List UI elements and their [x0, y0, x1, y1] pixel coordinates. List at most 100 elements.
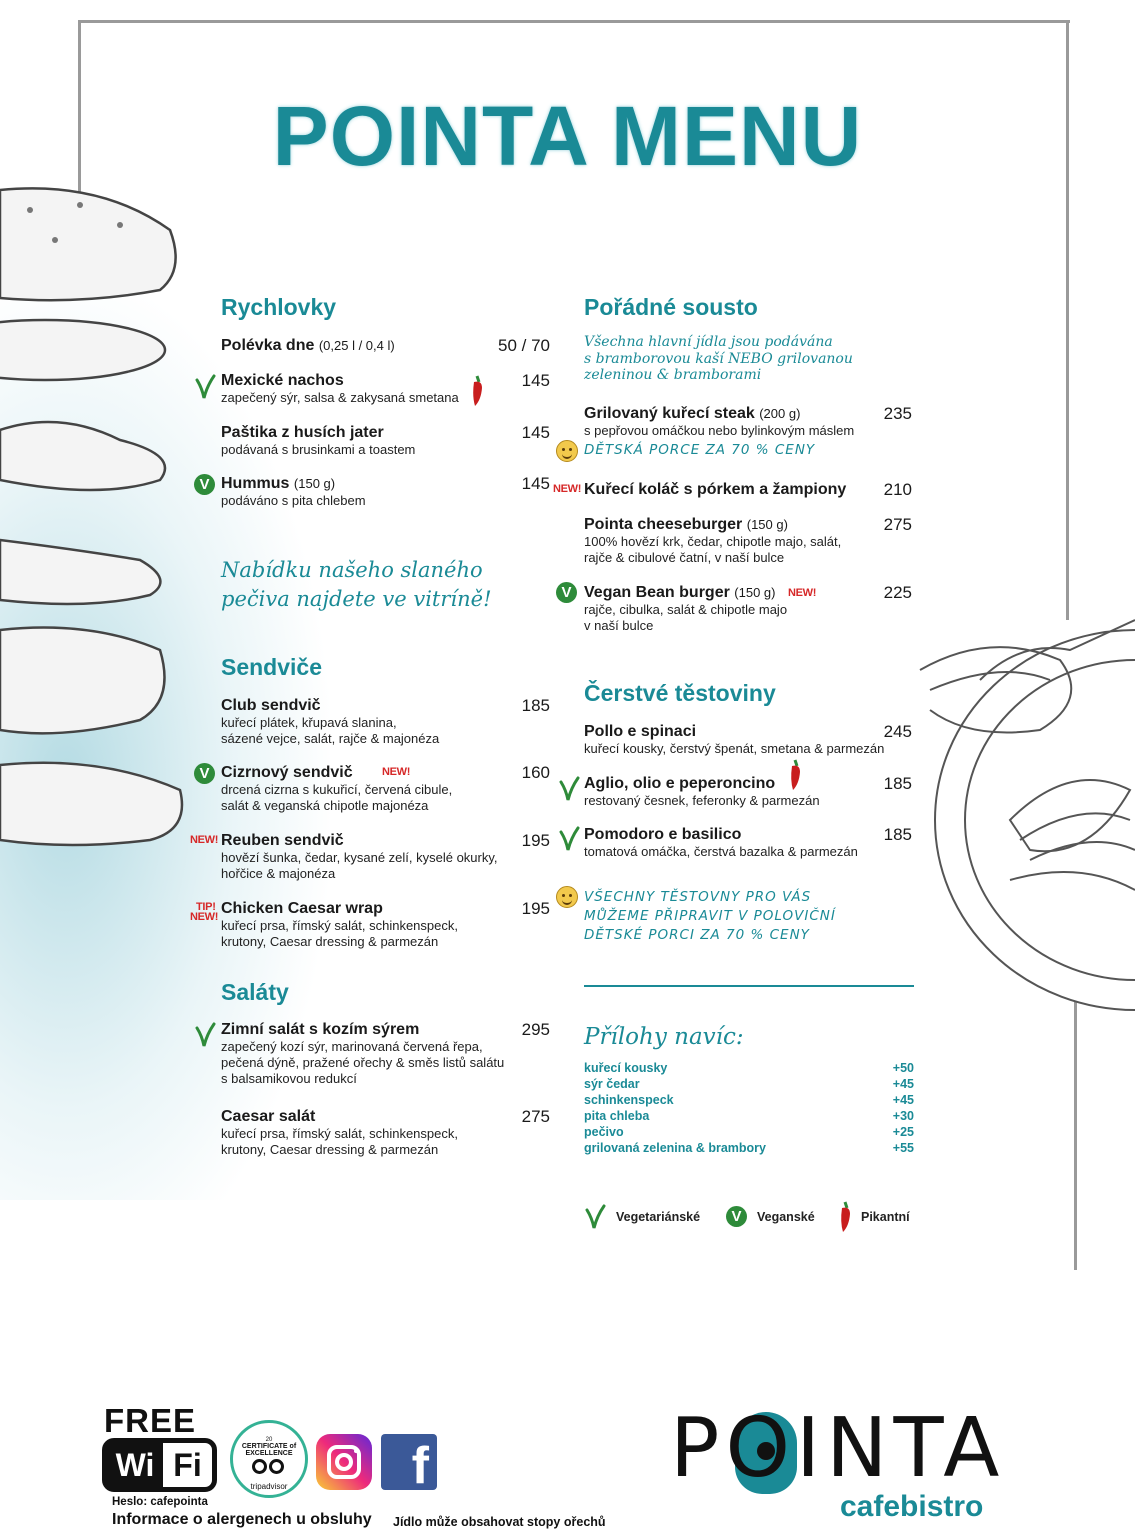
pasta-kids-note-line1: VŠECHNY TĚSTOVNY PRO VÁS: [584, 889, 812, 905]
item-desc: drcená cizrna s kukuřicí, červená cibule…: [221, 782, 453, 797]
item-desc: s balsamikovou redukcí: [221, 1071, 357, 1086]
item-name: Vegan Bean burger: [584, 584, 730, 601]
wifi-free-label: FREE: [104, 1402, 197, 1439]
item-desc: kuřecí plátek, křupavá slanina,: [221, 715, 397, 730]
allergen-info: Informace o alergenech u obsluhy: [112, 1511, 372, 1528]
item-price-cheeseburger: 275: [883, 515, 912, 534]
vegetarian-icon: [559, 776, 580, 801]
vegetarian-icon: [195, 374, 216, 399]
menu-item-vegan-burger: Vegan Bean burger (150 g) rajče, cibulka…: [584, 583, 787, 634]
main-dish-note: Všechna hlavní jídla jsou podávána s bra…: [584, 334, 853, 384]
menu-item-pastika: Paštika z husích jater podávaná s brusin…: [221, 423, 415, 458]
section-title-salaty: Saláty: [221, 979, 289, 1005]
pasta-illustration: [919, 619, 1135, 1011]
wifi-wi: Wi: [107, 1443, 163, 1487]
wifi-icon: Wi Fi: [102, 1438, 217, 1492]
brand-pin-icon: [735, 1412, 797, 1494]
item-desc: restovaný česnek, feferonky & parmezán: [584, 793, 820, 808]
brand-name: POINTA: [670, 1401, 1006, 1496]
menu-item-nachos: Mexické nachos zapečený sýr, salsa & zak…: [221, 371, 459, 406]
pastry-note-line2: pečiva najdete ve vitríně!: [221, 587, 492, 611]
extras-row: sýr čedar+45: [584, 1076, 914, 1092]
item-desc: krutony, Caesar dressing & parmezán: [221, 934, 439, 949]
item-name: Cizrnový sendvič: [221, 764, 353, 781]
frame-top-line: [78, 20, 1070, 23]
item-price-zimni: 295: [521, 1020, 550, 1039]
item-size: (150 g): [746, 517, 788, 532]
new-badge: NEW!: [553, 483, 582, 495]
new-badge: NEW!: [190, 834, 219, 846]
item-price-nachos: 145: [521, 371, 550, 390]
extras-price: +25: [892, 1125, 914, 1139]
chili-icon: [791, 759, 800, 790]
facebook-icon[interactable]: f: [381, 1434, 437, 1490]
item-price-reuben: 195: [521, 831, 550, 850]
item-name: Kuřecí koláč s pórkem a žampiony: [584, 481, 847, 498]
extras-name: sýr čedar: [584, 1077, 640, 1091]
extras-row: kuřecí kousky +50: [584, 1060, 914, 1076]
extras-price: +55: [892, 1141, 914, 1155]
extras-price: +45: [892, 1093, 914, 1107]
item-size: (150 g): [293, 476, 336, 491]
menu-item-pollo: Pollo e spinaci kuřecí kousky, čerstvý š…: [584, 722, 884, 757]
menu-item-hummus: Hummus (150 g) podáváno s pita chlebem: [221, 474, 366, 509]
frame-right-line-lower: [1074, 1000, 1077, 1270]
menu-item-steak: Grilovaný kuřecí steak (200 g) s pepřovo…: [584, 404, 854, 439]
legend-vegan: Veganské: [757, 1210, 815, 1224]
item-name: Reuben sendvič: [221, 832, 344, 849]
item-name: Chicken Caesar wrap: [221, 900, 383, 917]
extras-name: kuřecí kousky: [584, 1061, 668, 1075]
item-desc: kuřecí prsa, římský salát, schinkenspeck…: [221, 1126, 458, 1141]
extras-row: pečivo+25: [584, 1124, 914, 1140]
extras-name: schinkenspeck: [584, 1093, 674, 1107]
menu-item-zimni: Zimní salát s kozím sýrem zapečený kozí …: [221, 1020, 504, 1087]
menu-item-wrap: Chicken Caesar wrap kuřecí prsa, římský …: [221, 899, 458, 950]
item-price-caesar: 275: [521, 1107, 550, 1126]
item-name: Grilovaný kuřecí steak: [584, 405, 755, 422]
item-desc: salát & veganská chipotle majonéza: [221, 798, 429, 813]
extras-price: +50: [892, 1061, 914, 1075]
item-price-steak: 235: [883, 404, 912, 423]
item-name: Club sendvič: [221, 697, 321, 714]
new-badge: NEW!: [190, 911, 219, 923]
pasta-kids-note-line2: MŮŽEME PŘIPRAVIT V POLOVIČNÍ: [584, 908, 836, 924]
vegetarian-icon: [559, 826, 580, 851]
main-dish-note-line3: zeleninou & bramborami: [584, 367, 762, 383]
item-name: Pomodoro e basilico: [584, 826, 742, 843]
section-title-sendvice: Sendviče: [221, 654, 322, 680]
child-smiley-icon: [556, 886, 578, 908]
item-price-vegan-burger: 225: [883, 583, 912, 602]
extras-row: schinkenspeck +45: [584, 1092, 914, 1108]
vegan-icon: V: [726, 1206, 747, 1227]
item-name: Paštika z husích jater: [221, 424, 384, 441]
chili-icon: [841, 1201, 850, 1232]
item-desc: v naší bulce: [584, 618, 654, 633]
legend-vegetarian: Vegetariánské: [616, 1210, 701, 1224]
section-title-poradne: Pořádné sousto: [584, 294, 758, 320]
tripadvisor-owl-icon: [252, 1459, 286, 1475]
instagram-icon[interactable]: [316, 1434, 372, 1490]
extras-row: grilovaná zelenina & brambory+55: [584, 1140, 914, 1156]
item-desc: hovězí šunka, čedar, kysané zelí, kyselé…: [221, 850, 498, 865]
vegan-icon: V: [194, 763, 215, 784]
menu-item-kolac: Kuřecí koláč s pórkem a žampiony: [584, 480, 846, 499]
item-price-hummus: 145: [521, 474, 550, 493]
item-desc: podáváno s pita chlebem: [221, 493, 366, 508]
section-title-rychlovky: Rychlovky: [221, 294, 337, 320]
ta-name: tripadvisor: [250, 1482, 288, 1491]
item-price-kolac: 210: [883, 480, 912, 499]
item-desc: sázené vejce, salát, rajče & majonéza: [221, 731, 440, 746]
menu-item-caesar: Caesar salát kuřecí prsa, římský salát, …: [221, 1107, 458, 1158]
item-name: Aglio, olio e peperoncino: [584, 775, 776, 792]
menu-item-club: Club sendvič kuřecí plátek, křupavá slan…: [221, 696, 439, 747]
new-badge: NEW!: [788, 587, 817, 599]
vegetarian-icon: [195, 1022, 216, 1047]
tripadvisor-certificate-badge[interactable]: 20 CERTIFICATE of EXCELLENCE tripadvisor: [230, 1420, 308, 1498]
item-name: Zimní salát s kozím sýrem: [221, 1021, 420, 1038]
vegetarian-icon: [585, 1204, 606, 1229]
ta-year: 20: [265, 1437, 273, 1443]
section-divider: [584, 985, 914, 987]
item-price-wrap: 195: [521, 899, 550, 918]
item-name: Caesar salát: [221, 1108, 316, 1125]
section-title-testoviny: Čerstvé těstoviny: [584, 680, 776, 706]
